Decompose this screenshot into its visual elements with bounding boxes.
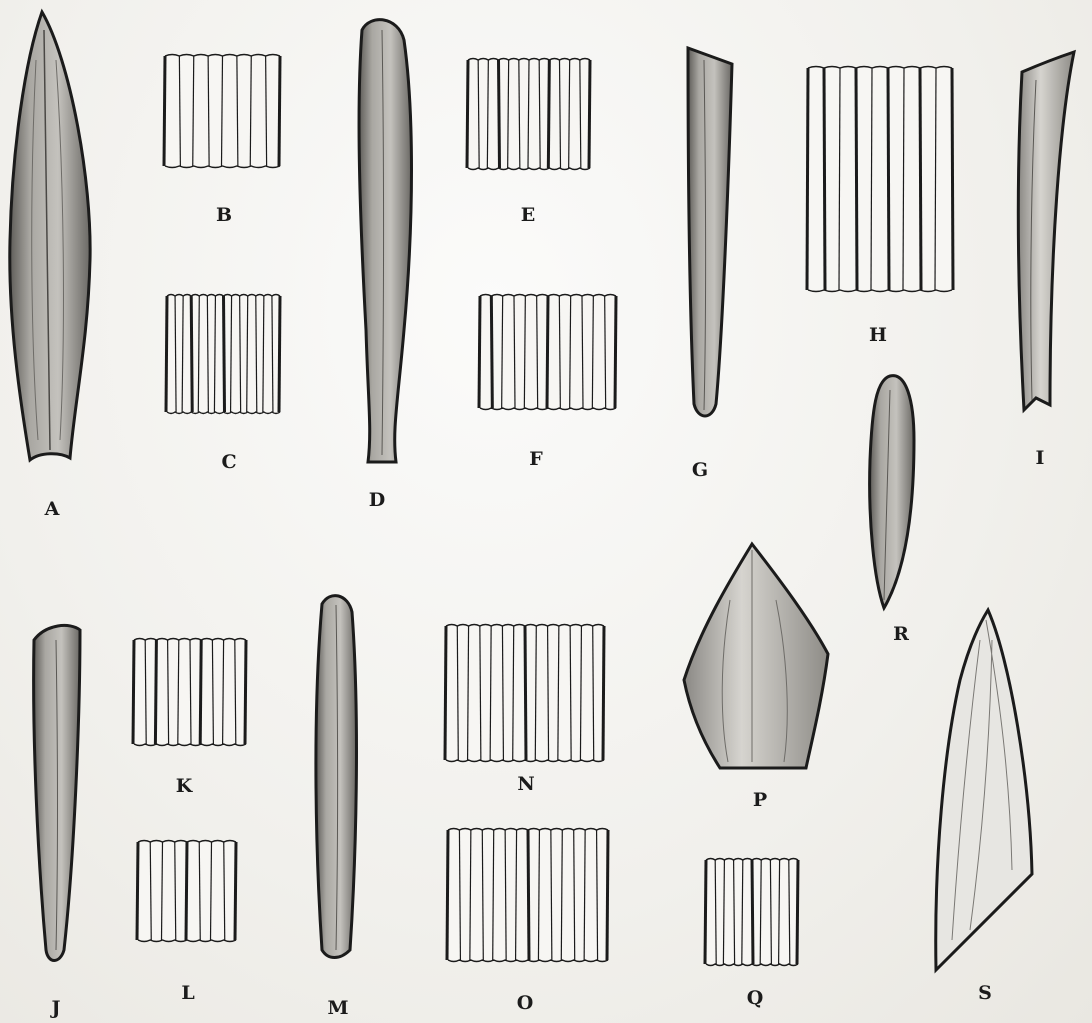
label-l: L bbox=[173, 983, 203, 1003]
swatch-h bbox=[807, 67, 953, 292]
label-k: K bbox=[169, 776, 199, 796]
specimen-r bbox=[870, 376, 914, 608]
label-f: F bbox=[521, 449, 551, 469]
label-q: Q bbox=[740, 988, 770, 1008]
specimen-g bbox=[688, 48, 732, 416]
swatch-e bbox=[467, 59, 590, 170]
swatch-b bbox=[164, 55, 280, 168]
label-a: A bbox=[37, 499, 67, 519]
specimen-a bbox=[10, 12, 90, 460]
label-p: P bbox=[745, 790, 775, 810]
specimen-m bbox=[316, 596, 357, 958]
swatch-f bbox=[479, 295, 616, 410]
swatch-c bbox=[166, 295, 280, 414]
label-b: B bbox=[209, 205, 239, 225]
label-c: C bbox=[214, 452, 244, 472]
label-i: I bbox=[1025, 448, 1055, 468]
swatch-k bbox=[133, 639, 246, 746]
swatch-l bbox=[137, 841, 236, 942]
swatch-o bbox=[447, 829, 608, 962]
specimen-i bbox=[1018, 52, 1074, 410]
label-g: G bbox=[685, 460, 715, 480]
label-o: O bbox=[510, 993, 540, 1013]
specimen-s bbox=[936, 610, 1032, 970]
label-r: R bbox=[886, 624, 916, 644]
label-j: J bbox=[41, 998, 71, 1018]
specimen-j bbox=[34, 625, 80, 960]
label-s: S bbox=[970, 983, 1000, 1003]
specimen-d bbox=[359, 20, 411, 462]
label-m: M bbox=[323, 998, 353, 1018]
specimen-p bbox=[684, 544, 828, 768]
swatch-n bbox=[445, 625, 604, 762]
label-e: E bbox=[513, 205, 543, 225]
swatch-q bbox=[705, 859, 798, 966]
label-h: H bbox=[863, 325, 893, 345]
section-swatches bbox=[133, 55, 953, 966]
label-n: N bbox=[511, 774, 541, 794]
label-d: D bbox=[362, 490, 392, 510]
